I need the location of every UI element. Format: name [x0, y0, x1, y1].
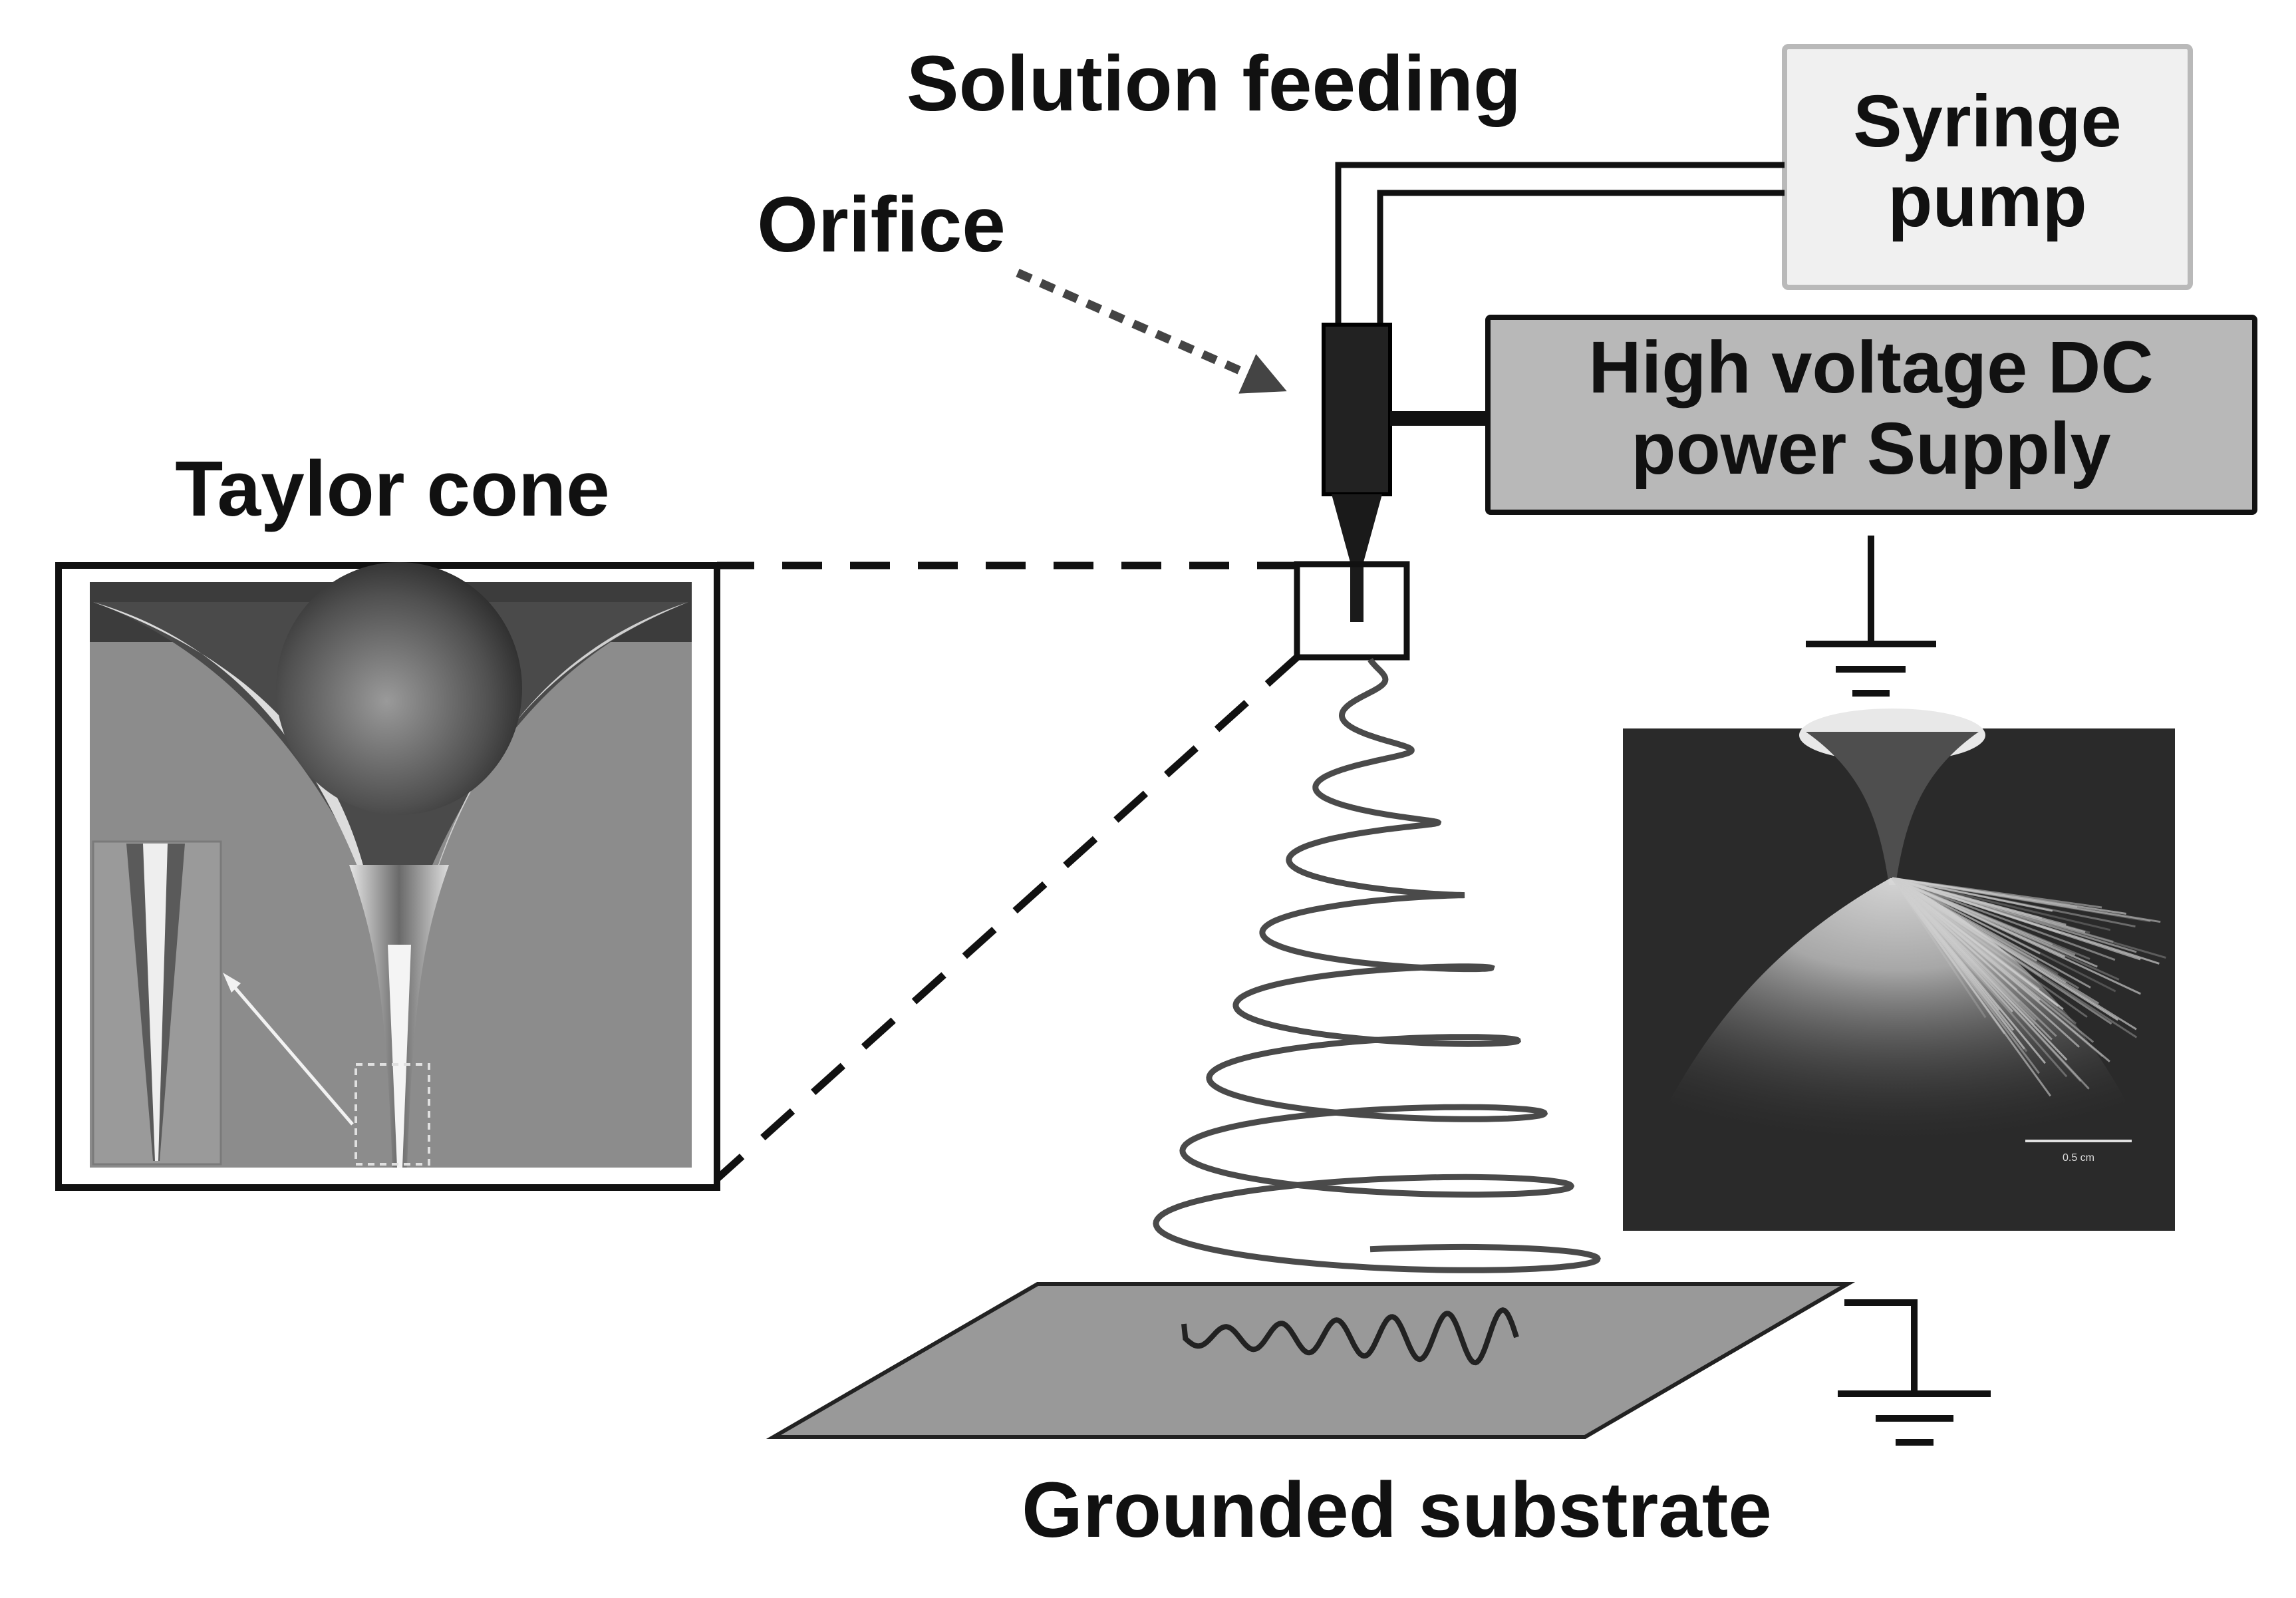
spray-streak — [1892, 877, 2111, 931]
spray-streak — [1892, 877, 2077, 1025]
power-supply-line1: High voltage DC — [1588, 327, 2154, 408]
jet-region-box — [355, 1063, 430, 1166]
inset-pointer-arrow — [228, 980, 354, 1126]
spray-streak — [1892, 877, 2126, 915]
spray-streak — [1891, 878, 2015, 1031]
spray-streak — [1891, 878, 1987, 1019]
orifice-arrow — [1016, 269, 1287, 394]
solution-feed-tube — [1335, 162, 1785, 326]
power-supply-line2: power Supply — [1631, 408, 2110, 490]
spray-streak — [1891, 878, 2028, 1052]
spray-streak — [1892, 877, 2141, 995]
spray-streak — [1891, 878, 2052, 1097]
spray-streak — [1891, 877, 2068, 1061]
zoom-connector-lines — [714, 561, 1300, 1182]
syringe-pump-line1: Syringe — [1853, 80, 2121, 162]
spray-streak — [1892, 877, 2151, 923]
deposited-fiber — [1181, 1307, 1519, 1366]
ground-symbol-power-supply — [1806, 536, 1936, 697]
spray-streak — [1892, 877, 2119, 1021]
scale-bar-label: 0.5 cm — [2063, 1152, 2094, 1164]
spray-streak — [1892, 877, 2059, 1007]
spray-streak — [1891, 877, 2082, 1082]
spray-streak — [1891, 877, 2081, 1048]
ground-symbol-substrate — [1838, 1299, 1991, 1446]
solution-feeding-label: Solution feeding — [907, 40, 1521, 128]
spray-streak — [1892, 877, 2041, 955]
spray-streak — [1892, 877, 2120, 981]
syringe-pump-line2: pump — [1888, 160, 2086, 242]
syringe-pump-box: Syringe pump — [1782, 44, 2193, 290]
nozzle-zoom-box — [1294, 561, 1410, 661]
spray-streak — [1892, 877, 2112, 1025]
spray-streak — [1892, 877, 2098, 968]
grounded-substrate — [766, 1282, 1991, 1446]
spinneret-needle — [1322, 323, 1489, 622]
taylor-cone-photo — [55, 562, 720, 1191]
spray-streak — [1892, 877, 2088, 1018]
electrospray-photo: 0.5 cm — [1623, 709, 2175, 1231]
spray-streak — [1892, 877, 2053, 912]
grounded-substrate-label: Grounded substrate — [1022, 1466, 1772, 1554]
droplet — [276, 562, 522, 815]
power-supply-box: High voltage DC power Supply — [1485, 315, 2257, 515]
spray-streak — [1892, 877, 2116, 961]
taylor-cone-label: Taylor cone — [175, 445, 610, 533]
orifice-label: Orifice — [757, 181, 1006, 269]
spray-streak — [1892, 877, 2160, 965]
spray-streak — [1892, 877, 2138, 1039]
spray-streak — [1892, 877, 2110, 1062]
spray-streaks — [1891, 877, 2166, 1097]
power-wire — [1390, 411, 1489, 426]
whipping-fiber-jet — [1153, 657, 1601, 1273]
